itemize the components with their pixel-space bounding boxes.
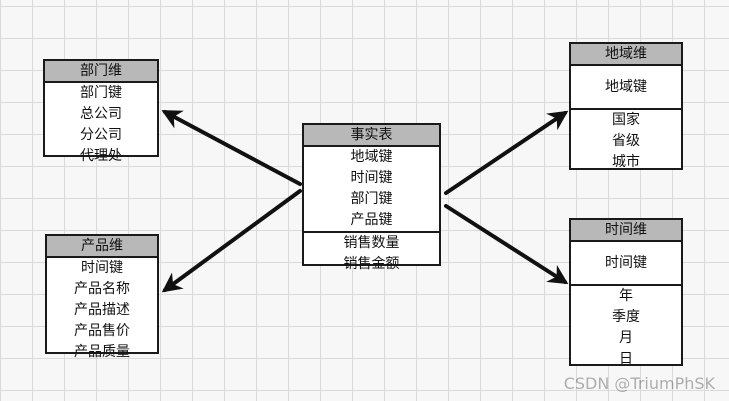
fact-table-title: 事实表 <box>304 125 439 147</box>
product-row: 产品描述 <box>74 302 130 318</box>
fact-table-measures: 销售数量 销售金额 <box>304 233 439 275</box>
time-key-row: 时间键 <box>605 254 647 271</box>
region-attr-row: 省级 <box>612 133 640 149</box>
fact-measure-row: 销售数量 <box>343 235 400 251</box>
product-dimension-rows: 时间键 产品名称 产品描述 产品售价 产品质量 <box>47 258 157 363</box>
fact-key-row: 时间键 <box>350 170 393 186</box>
region-dimension-key: 地域键 <box>571 66 681 110</box>
time-dimension-table: 时间维 时间键 年 季度 月 日 <box>569 218 683 367</box>
time-dimension-attrs: 年 季度 月 日 <box>571 286 681 370</box>
arrow-to-product <box>161 189 302 293</box>
dept-dimension-title: 部门维 <box>45 61 157 83</box>
time-attr-row: 季度 <box>612 309 640 325</box>
watermark-text: CSDN @TriumPhSK <box>563 374 715 393</box>
dept-row: 代理处 <box>80 148 122 164</box>
fact-table-keys: 地域键 时间键 部门键 产品键 <box>304 147 439 233</box>
time-attr-row: 月 <box>619 330 633 346</box>
region-dimension-attrs: 国家 省级 城市 <box>571 110 681 173</box>
dept-dimension-table: 部门维 部门键 总公司 分公司 代理处 <box>43 59 159 164</box>
time-attr-row: 日 <box>619 351 633 367</box>
dept-row: 总公司 <box>80 106 122 122</box>
region-key-row: 地域键 <box>605 78 647 95</box>
product-row: 产品名称 <box>74 281 130 297</box>
region-attr-row: 国家 <box>612 112 640 128</box>
dept-row: 分公司 <box>80 127 122 143</box>
dept-dimension-rows: 部门键 总公司 分公司 代理处 <box>45 83 157 167</box>
fact-measure-row: 销售金额 <box>343 256 400 272</box>
time-dimension-title: 时间维 <box>571 220 681 242</box>
fact-key-row: 部门键 <box>350 191 393 207</box>
product-dimension-title: 产品维 <box>47 236 157 258</box>
product-dimension-table: 产品维 时间键 产品名称 产品描述 产品售价 产品质量 <box>45 234 159 360</box>
time-dimension-key: 时间键 <box>571 242 681 286</box>
arrow-to-dept <box>161 110 302 186</box>
region-dimension-table: 地域维 地域键 国家 省级 城市 <box>569 42 683 170</box>
fact-table: 事实表 地域键 时间键 部门键 产品键 销售数量 销售金额 <box>302 123 441 272</box>
product-row: 产品质量 <box>74 344 130 360</box>
product-row: 时间键 <box>81 260 123 276</box>
arrow-to-time <box>444 204 569 285</box>
region-attr-row: 城市 <box>612 154 640 170</box>
region-dimension-title: 地域维 <box>571 44 681 66</box>
fact-key-row: 地域键 <box>350 149 393 165</box>
fact-key-row: 产品键 <box>350 212 393 228</box>
dept-row: 部门键 <box>80 85 122 101</box>
arrow-to-region <box>444 110 569 195</box>
time-attr-row: 年 <box>619 288 633 304</box>
product-row: 产品售价 <box>74 323 130 339</box>
